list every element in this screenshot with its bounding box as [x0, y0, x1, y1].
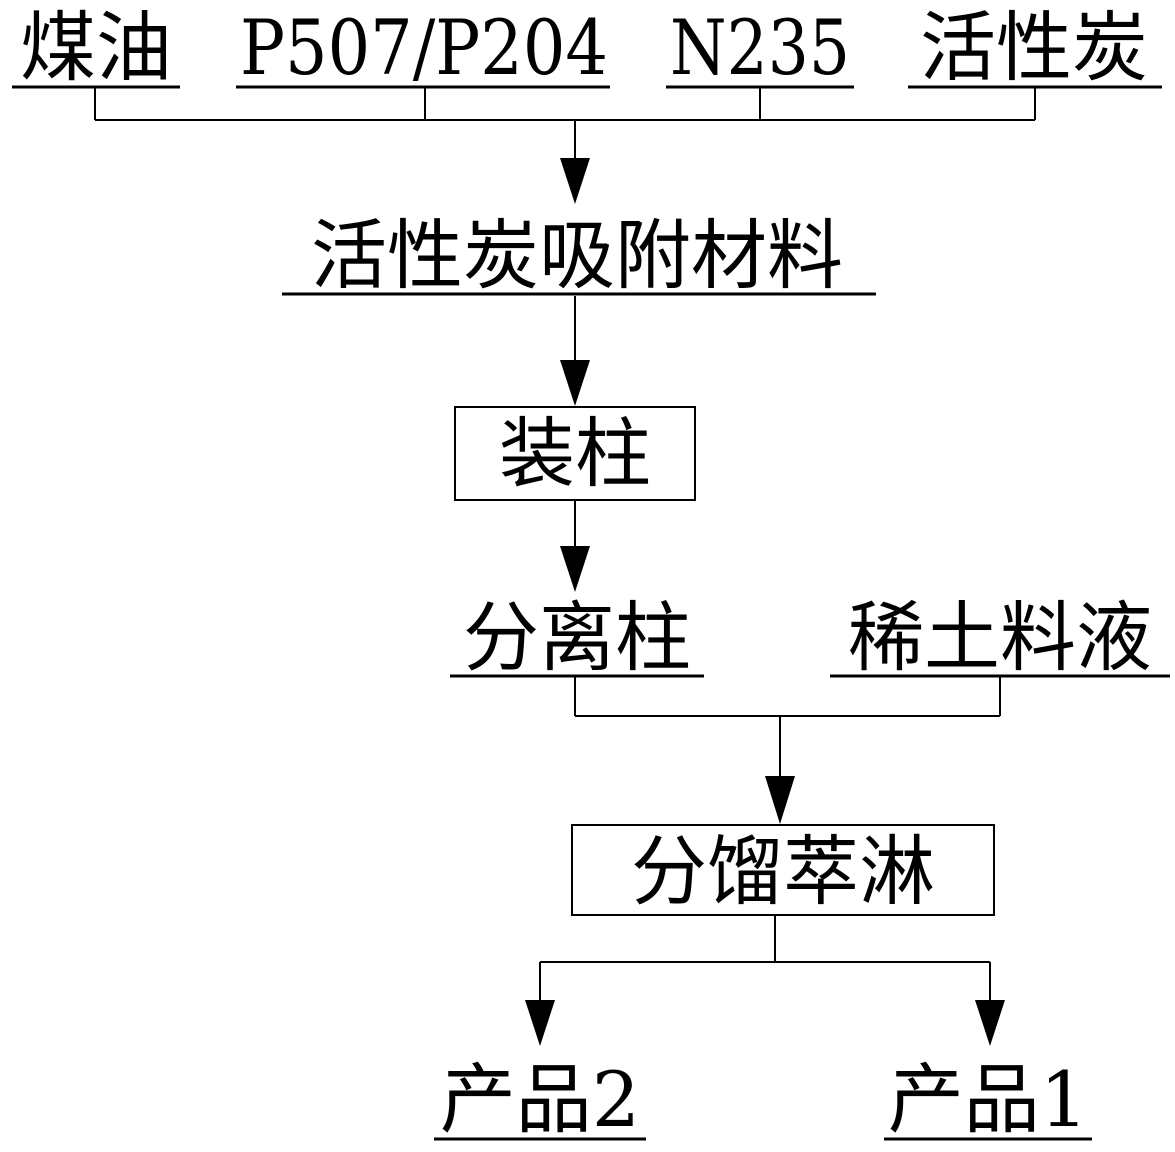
adsorbent-label: 活性炭吸附材料	[311, 211, 843, 300]
separation-column-node: 分离柱	[450, 593, 704, 682]
separation-column-label: 分离柱	[463, 593, 691, 682]
input-extractant: P507/P204	[236, 3, 610, 92]
arrow-to-separation-column	[560, 546, 590, 592]
input-activated-carbon: 活性炭	[908, 3, 1162, 92]
product-2-node: 产品2	[434, 1055, 646, 1144]
product-1-label: 产品1	[888, 1055, 1088, 1144]
rare-earth-feed-label: 稀土料液	[848, 593, 1152, 682]
arrow-to-product-1	[975, 1000, 1005, 1046]
arrow-to-adsorbent	[560, 158, 590, 204]
adsorbent-node: 活性炭吸附材料	[282, 211, 876, 300]
packing-label: 装柱	[499, 409, 651, 498]
input-extractant-label: P507/P204	[240, 3, 608, 92]
input-kerosene: 煤油	[12, 3, 180, 92]
arrow-to-product-2	[525, 1000, 555, 1046]
input-kerosene-label: 煤油	[20, 3, 172, 92]
fractional-elution-label: 分馏萃淋	[631, 827, 935, 916]
inputs-merge-connector	[95, 88, 1035, 160]
input-amine: N235	[666, 3, 854, 92]
arrow-to-fractional-elution	[765, 776, 795, 824]
rare-earth-feed-node: 稀土料液	[830, 593, 1170, 682]
column-feed-merge-connector	[575, 677, 1000, 778]
arrow-to-packing	[560, 360, 590, 406]
input-activated-carbon-label: 活性炭	[920, 3, 1148, 92]
fractional-elution-node: 分馏萃淋	[572, 825, 994, 916]
product-1-node: 产品1	[884, 1055, 1092, 1144]
products-split-connector	[540, 915, 990, 1002]
input-amine-label: N235	[670, 3, 850, 92]
product-2-label: 产品2	[440, 1055, 640, 1144]
packing-node: 装柱	[455, 407, 695, 500]
